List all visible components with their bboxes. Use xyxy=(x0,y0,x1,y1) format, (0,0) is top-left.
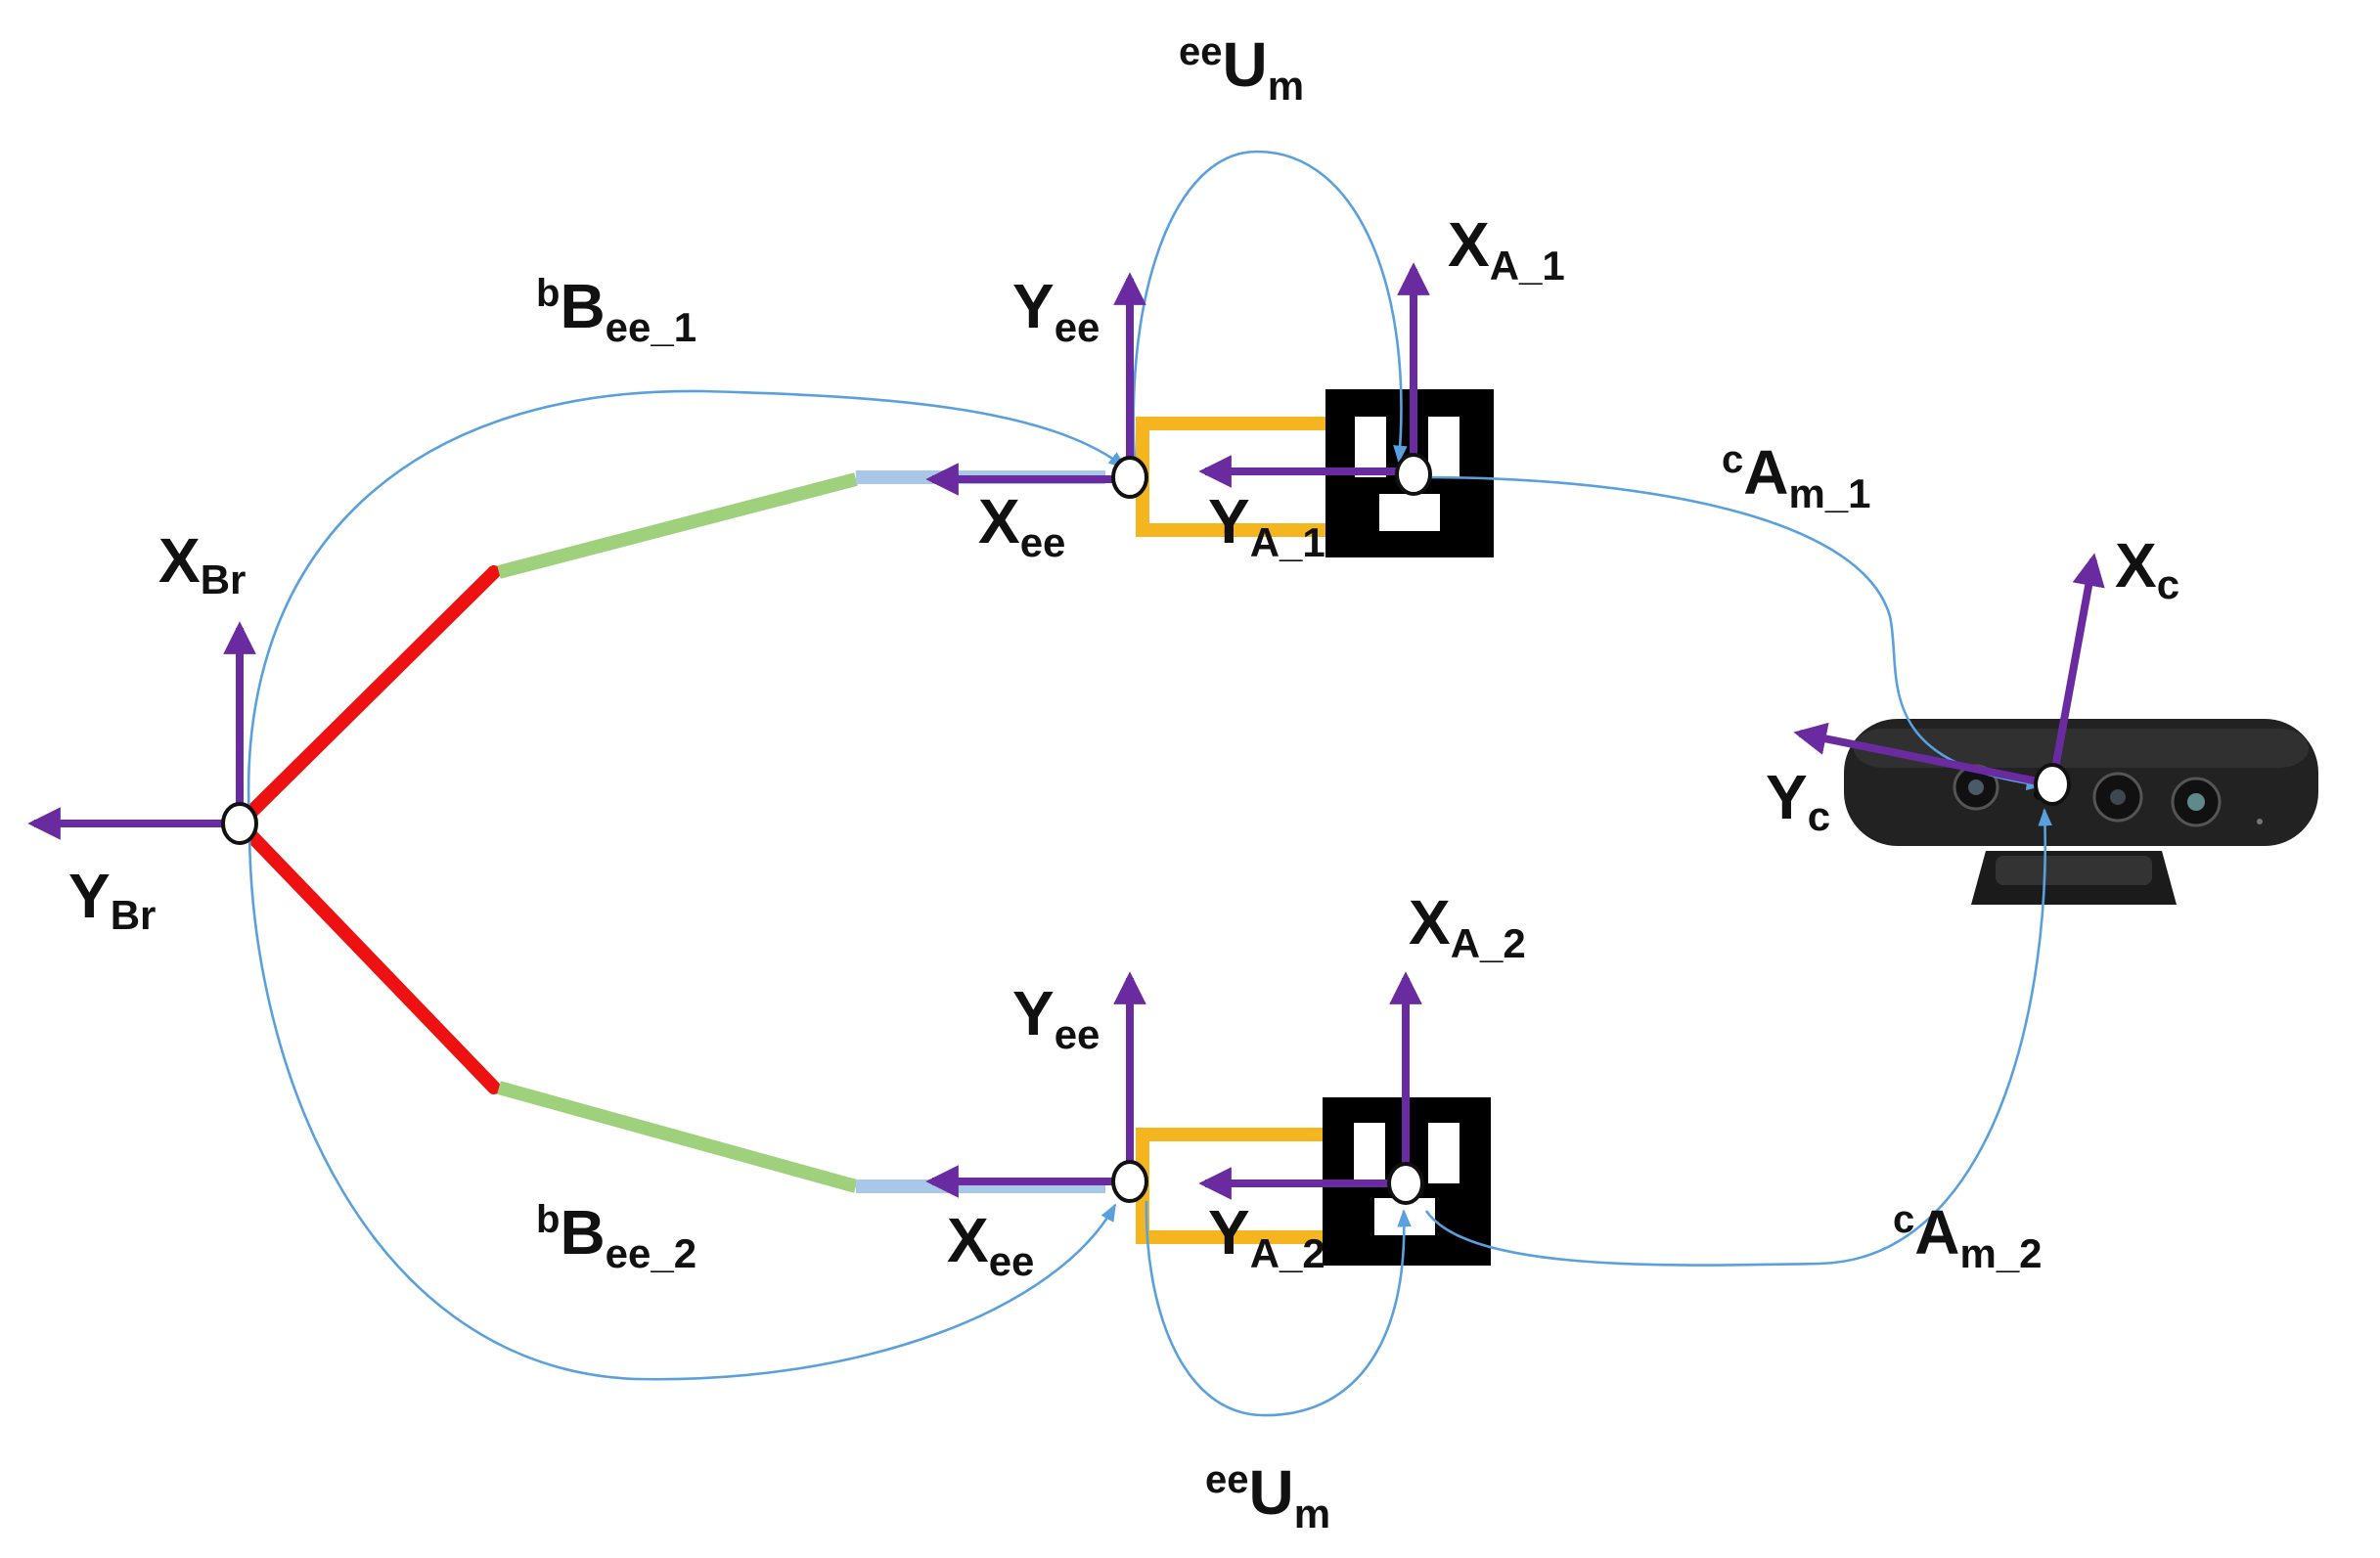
label-c-a-m-2: cAm_2 xyxy=(1893,1197,2043,1276)
curve-c-a-m-1 xyxy=(1422,475,2044,791)
curve-c-a-m-2 xyxy=(1424,808,2052,1267)
curve-ee-u-m-bottom xyxy=(1145,1200,1412,1417)
label-x-c: Xc xyxy=(2115,530,2179,607)
labels: XBr YBr bBee_1 bBee_2 Yee Xee XA_1 YA_1 … xyxy=(68,29,2179,1536)
label-ee-u-m-bottom: eeUm xyxy=(1205,1457,1330,1536)
origin-marker-2 xyxy=(1387,1162,1424,1205)
label-c-a-m-1: cAm_1 xyxy=(1722,437,1871,516)
label-b-ee-1: bBee_1 xyxy=(536,271,696,350)
label-ee-u-m-top: eeUm xyxy=(1179,29,1304,109)
link-red-upper xyxy=(233,565,501,830)
link-red-lower xyxy=(233,817,501,1094)
link-green-lower xyxy=(497,1081,858,1193)
origin-camera xyxy=(2034,763,2071,806)
label-y-a-2: YA_2 xyxy=(1208,1197,1325,1276)
label-x-a-2: XA_2 xyxy=(1409,887,1526,966)
axis-x-c xyxy=(2048,553,2105,785)
label-x-ee-bottom: Xee xyxy=(947,1205,1034,1284)
origin-ee-top xyxy=(1111,456,1148,499)
label-y-c: Yc xyxy=(1766,762,1830,839)
link-green-upper xyxy=(497,472,858,579)
label-y-ee-bottom: Yee xyxy=(1012,978,1100,1057)
camera-sensor xyxy=(1844,719,2318,905)
axes xyxy=(27,262,2105,1200)
label-x-a-1: XA_1 xyxy=(1448,209,1565,289)
label-y-a-1: YA_1 xyxy=(1208,486,1325,565)
label-b-ee-2: bBee_2 xyxy=(536,1197,696,1276)
label-y-br: YBr xyxy=(68,861,156,938)
origin-marker-1 xyxy=(1395,453,1432,496)
origin-ee-bottom xyxy=(1111,1160,1148,1203)
frame-origins xyxy=(221,453,2071,1205)
origin-base xyxy=(221,802,258,845)
label-x-ee-top: Xee xyxy=(978,486,1065,565)
axis-y-c xyxy=(1793,722,2053,788)
curve-ee-u-m-top xyxy=(1132,150,1408,464)
curve-b-ee-1 xyxy=(247,389,1127,823)
transform-curves xyxy=(247,150,2052,1417)
robot-links xyxy=(233,470,1105,1193)
label-y-ee-top: Yee xyxy=(1012,271,1100,350)
label-x-br: XBr xyxy=(158,525,246,602)
curve-b-ee-2 xyxy=(247,825,1117,1381)
